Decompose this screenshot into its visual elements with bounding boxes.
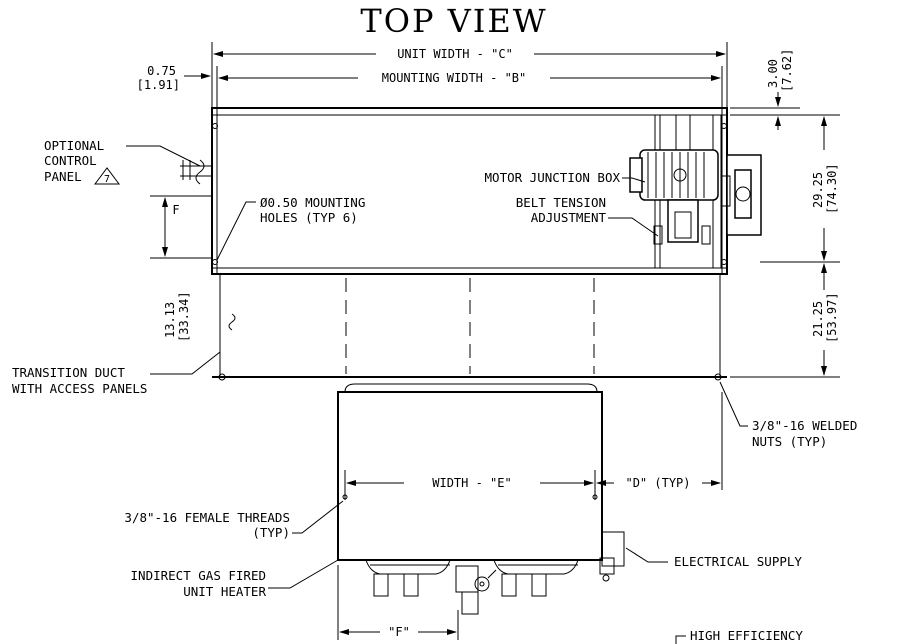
mounting-hole [212, 259, 218, 265]
svg-text:PANEL: PANEL [44, 169, 82, 184]
callout-high-efficiency: HIGH EFFICIENCY [675, 628, 803, 644]
gas-valve-icon [455, 565, 497, 615]
svg-text:0.75: 0.75 [147, 64, 176, 78]
svg-text:HIGH EFFICIENCY: HIGH EFFICIENCY [690, 628, 803, 643]
svg-text:INDIRECT GAS FIRED: INDIRECT GAS FIRED [131, 568, 266, 583]
svg-text:UNIT HEATER: UNIT HEATER [183, 584, 266, 599]
svg-text:NUTS (TYP): NUTS (TYP) [752, 434, 827, 449]
svg-text:3/8"-16 FEMALE THREADS: 3/8"-16 FEMALE THREADS [124, 510, 290, 525]
welded-nut [218, 373, 226, 381]
callout-optional-control-panel: OPTIONAL CONTROL PANEL 7 [44, 138, 201, 185]
note-triangle-icon: 7 [94, 167, 120, 185]
transition-dimension: 13.13 [33.34] [150, 195, 212, 342]
svg-text:13.13: 13.13 [163, 302, 177, 338]
callout-belt-tension: BELT TENSION ADJUSTMENT [516, 195, 659, 237]
motor-junction-box-symbol [673, 168, 687, 182]
callout-electrical-supply: ELECTRICAL SUPPLY [625, 547, 802, 569]
svg-text:[7.62]: [7.62] [780, 49, 794, 92]
svg-text:"F": "F" [388, 625, 410, 639]
svg-text:29.25: 29.25 [811, 172, 825, 208]
burner-right [493, 559, 579, 597]
svg-text:BELT TENSION: BELT TENSION [516, 195, 606, 210]
svg-text:[33.34]: [33.34] [177, 291, 191, 342]
svg-text:MOTOR JUNCTION BOX: MOTOR JUNCTION BOX [485, 170, 621, 185]
burner-left [365, 559, 451, 597]
svg-text:WIDTH - "E": WIDTH - "E" [432, 476, 511, 490]
svg-text:WITH ACCESS PANELS: WITH ACCESS PANELS [12, 381, 147, 396]
f-dimension: "F" [337, 565, 459, 640]
svg-text:CONTROL: CONTROL [44, 153, 97, 168]
gas-heater-unit [337, 383, 625, 615]
callout-transition-duct: TRANSITION DUCT WITH ACCESS PANELS [12, 351, 221, 396]
svg-text:3.00: 3.00 [766, 59, 780, 88]
callout-motor-junction-box: MOTOR JUNCTION BOX [485, 170, 646, 185]
svg-text:ELECTRICAL SUPPLY: ELECTRICAL SUPPLY [674, 554, 802, 569]
callout-female-threads: 3/8"-16 FEMALE THREADS (TYP) [124, 500, 344, 540]
svg-text:[1.91]: [1.91] [137, 78, 180, 92]
callout-gas-heater: INDIRECT GAS FIRED UNIT HEATER [131, 559, 339, 599]
offset-dimension: 0.75 [1.91] [137, 64, 211, 92]
width-e-dimension: WIDTH - "E" [344, 470, 596, 500]
svg-text:7: 7 [104, 174, 110, 185]
svg-text:OPTIONAL: OPTIONAL [44, 138, 104, 153]
control-panel-marker: F [172, 159, 212, 217]
svg-text:21.25: 21.25 [811, 301, 825, 337]
mounting-hole [212, 123, 218, 129]
mounting-width-dimension: MOUNTING WIDTH - "B" [216, 66, 723, 108]
drawing-title: TOP VIEW [360, 2, 547, 40]
svg-text:(TYP): (TYP) [252, 525, 290, 540]
svg-text:Ø0.50 MOUNTING: Ø0.50 MOUNTING [260, 195, 365, 210]
svg-text:ADJUSTMENT: ADJUSTMENT [531, 210, 607, 225]
welded-nut [714, 373, 722, 381]
svg-text:TRANSITION DUCT: TRANSITION DUCT [12, 365, 125, 380]
callout-mounting-holes: Ø0.50 MOUNTING HOLES (TYP 6) [216, 195, 365, 261]
transition-duct [212, 274, 727, 381]
d-typ-dimension: "D" (TYP) [596, 392, 723, 490]
svg-text:[74.30]: [74.30] [825, 163, 839, 214]
svg-text:[53.97]: [53.97] [825, 292, 839, 343]
svg-text:"D" (TYP): "D" (TYP) [625, 476, 690, 490]
f-side-label: F [172, 203, 179, 217]
depth-dimension: 29.25 [74.30] [760, 114, 840, 263]
svg-text:HOLES (TYP 6): HOLES (TYP 6) [260, 210, 358, 225]
top-offset-dimension: 3.00 [7.62] [730, 49, 800, 130]
unit-width-label: UNIT WIDTH - "C" [397, 47, 513, 61]
motor-assembly [629, 114, 762, 269]
duct-dimension: 21.25 [53.97] [730, 263, 840, 378]
svg-text:3/8"-16 WELDED: 3/8"-16 WELDED [752, 418, 857, 433]
callout-welded-nuts: 3/8"-16 WELDED NUTS (TYP) [719, 381, 857, 449]
mounting-width-label: MOUNTING WIDTH - "B" [382, 71, 527, 85]
unit-width-dimension: UNIT WIDTH - "C" [211, 42, 728, 108]
